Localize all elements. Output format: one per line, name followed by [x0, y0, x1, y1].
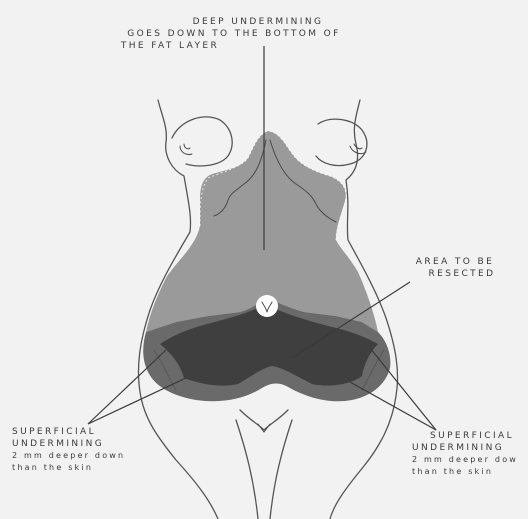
right-superficial-label-line3: 2 mm deeper dow	[412, 455, 518, 464]
resection-label-line1: AREA TO BE	[416, 257, 494, 267]
left-superficial-label-line4: than the skin	[12, 463, 93, 472]
right-superficial-label-line4: than the skin	[412, 467, 493, 476]
deep-label-line2: GOES DOWN TO THE BOTTOM OF	[127, 29, 340, 39]
left-superficial-label-line1: SUPERFICIAL	[12, 427, 96, 437]
left-superficial-label-line3: 2 mm deeper down	[12, 451, 125, 460]
deep-label-line3: THE FAT LAYER	[120, 41, 219, 51]
right-superficial-label-line1: SUPERFICIAL	[430, 431, 514, 441]
navel	[256, 295, 278, 317]
deep-label-line1: DEEP UNDERMINING	[193, 17, 324, 27]
left-superficial-label-line2: UNDERMINING	[12, 439, 104, 449]
right-superficial-label-line2: UNDERMINING	[412, 443, 504, 453]
resection-label-line2: RESECTED	[429, 269, 496, 279]
